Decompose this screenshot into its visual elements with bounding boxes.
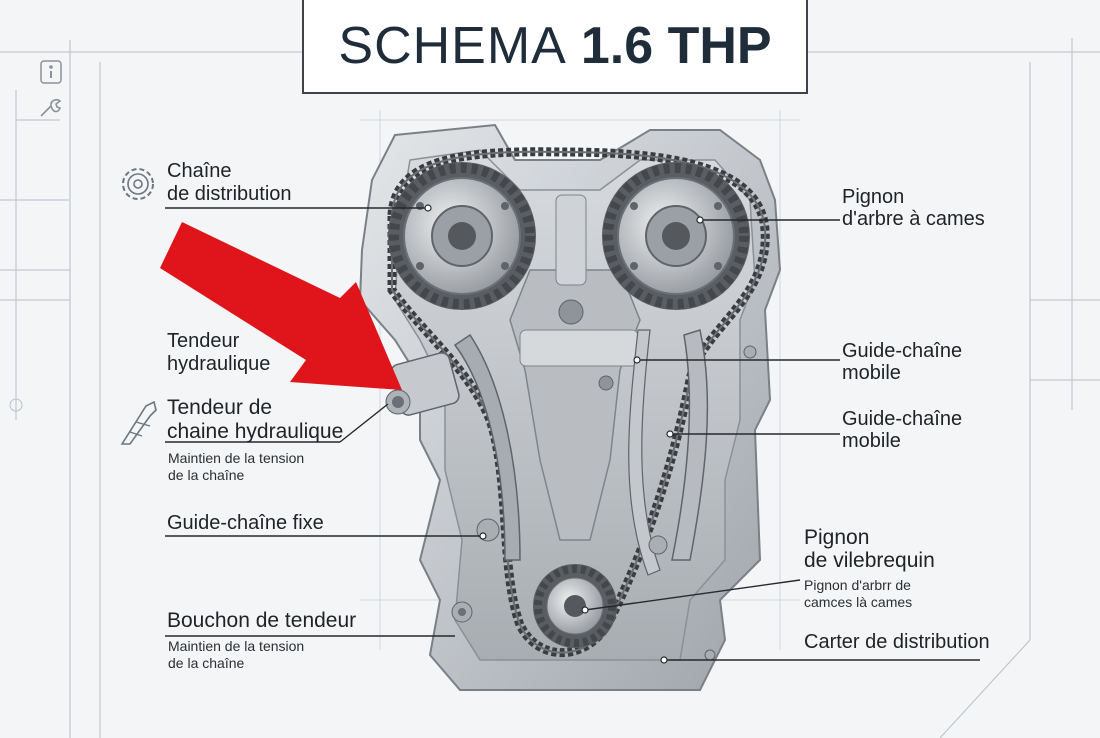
caliper-icon — [120, 400, 157, 445]
info-icon — [40, 60, 62, 84]
sub-tendeur-chaine-2: de la chaîne — [168, 467, 245, 483]
sub-pignon-vilebrequin-2: camces là cames — [804, 594, 913, 610]
label-guide-mobile-1a: Guide-chaîne — [842, 340, 963, 362]
label-pignon-cames-1: Pignon — [842, 186, 905, 208]
label-bouchon: Bouchon de tendeur — [167, 609, 357, 632]
title-light: SCHEMA — [338, 17, 567, 75]
label-carter: Carter de distribution — [804, 631, 990, 653]
mobile-guide — [671, 329, 709, 561]
cam-sprocket-left — [388, 162, 536, 310]
cam-sprocket-right — [602, 162, 750, 310]
wrench-icon — [40, 99, 62, 117]
label-tendeur-chaine-2: chaine hydraulique — [167, 420, 344, 443]
sub-bouchon-2: de la chaîne — [168, 655, 245, 671]
label-guide-mobile-2a: Guide-chaîne — [842, 408, 963, 430]
title-bold: 1.6 THP — [580, 17, 772, 75]
label-chaine-1: Chaîne — [167, 160, 232, 182]
sub-tendeur-chaine-1: Maintien de la tension — [168, 450, 305, 466]
label-tendeur-hydraulique-1: Tendeur — [167, 330, 240, 352]
sub-bouchon-1: Maintien de la tension — [168, 638, 305, 654]
gear-icon — [122, 168, 154, 200]
label-pignon-vilebrequin-2: de vilebrequin — [804, 549, 935, 572]
sub-pignon-vilebrequin-1: Pignon d'arbrr de — [804, 577, 911, 593]
red-arrow — [160, 222, 402, 390]
leader-lines — [165, 207, 980, 661]
label-chaine-2: de distribution — [167, 183, 292, 205]
label-pignon-vilebrequin-1: Pignon — [804, 526, 870, 549]
label-guide-mobile-2b: mobile — [842, 430, 901, 452]
fixed-guide — [453, 333, 521, 561]
label-tendeur-chaine-1: Tendeur de — [167, 396, 273, 419]
label-pignon-cames-2: d'arbre à cames — [842, 208, 985, 230]
title-box: SCHEMA 1.6 THP — [302, 0, 808, 94]
hydraulic-tensioner — [385, 352, 460, 416]
label-tendeur-hydraulique-2: hydraulique — [167, 353, 271, 375]
label-guide-mobile-1b: mobile — [842, 362, 901, 384]
crank-sprocket — [533, 564, 617, 648]
label-guide-fixe: Guide-chaîne fixe — [167, 512, 324, 534]
